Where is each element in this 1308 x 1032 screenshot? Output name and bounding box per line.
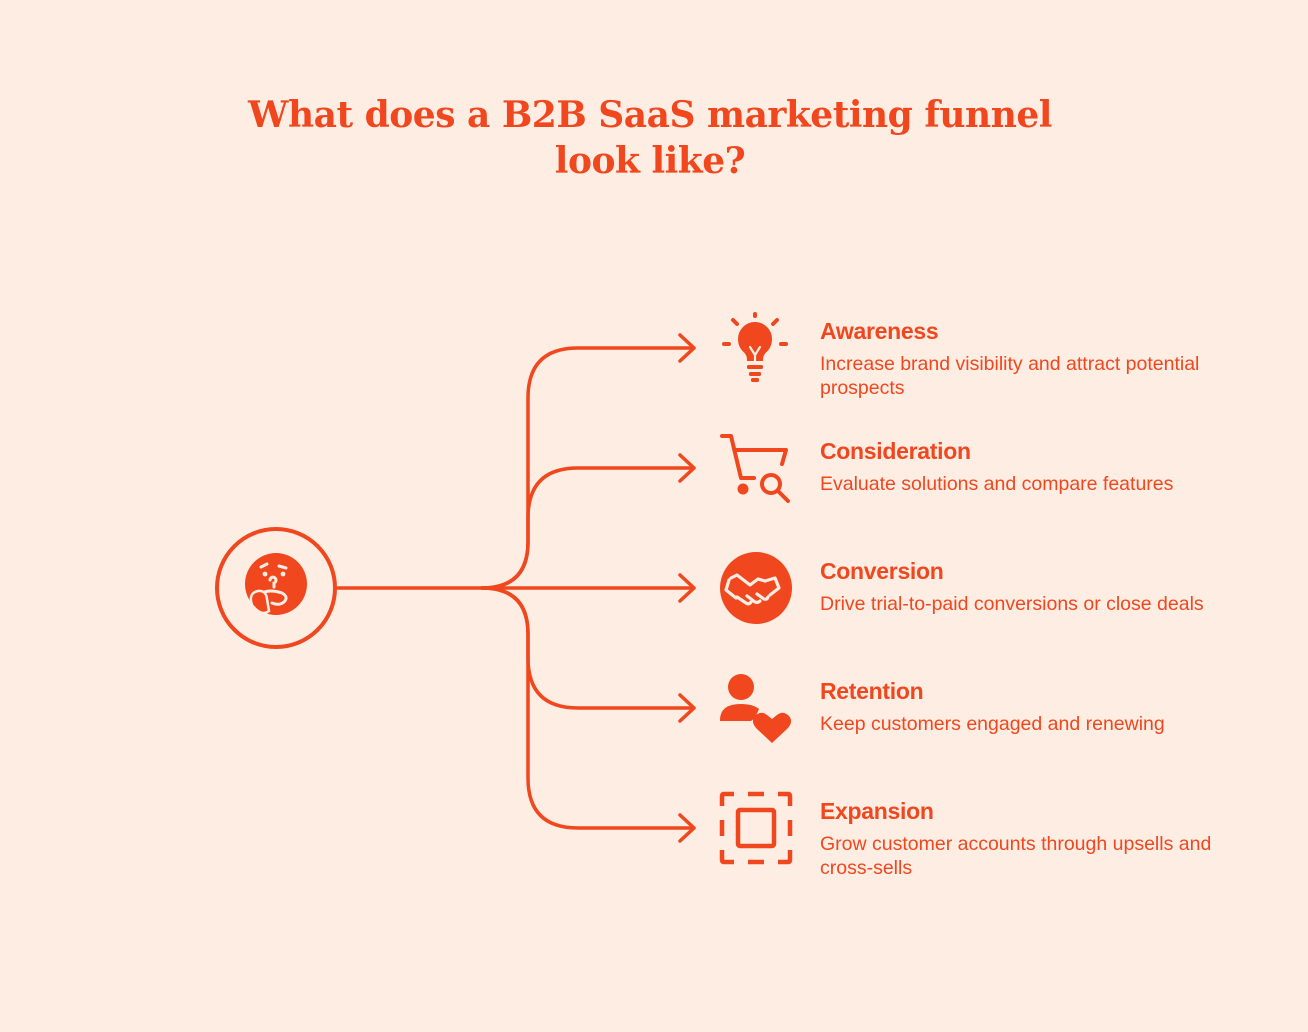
title-line-1: What does a B2B SaaS marketing funnel xyxy=(248,94,1052,136)
cart-search-icon xyxy=(720,434,790,503)
thinking-face-icon xyxy=(215,527,337,649)
connector-retention xyxy=(480,586,692,710)
user-heart-icon xyxy=(720,674,792,743)
lightbulb-icon xyxy=(722,312,788,382)
connector-expansion xyxy=(480,586,692,830)
expand-square-icon xyxy=(719,791,793,865)
stage-description: Drive trial-to-paid conversions or close… xyxy=(820,593,1204,615)
stage-description: Keep customers engaged and renewing xyxy=(820,713,1165,735)
stage-retention: Retention Keep customers engaged and ren… xyxy=(820,677,1240,736)
arrowhead-awareness xyxy=(678,333,696,363)
stage-expansion: Expansion Grow customer accounts through… xyxy=(820,797,1240,880)
stage-title: Expansion xyxy=(820,798,934,824)
stage-title: Consideration xyxy=(820,438,971,464)
diagram-title: What does a B2B SaaS marketing funnel lo… xyxy=(0,92,1300,184)
connectors xyxy=(336,333,696,843)
stage-description: Increase brand visibility and attract po… xyxy=(820,353,1200,399)
arrowhead-conversion xyxy=(678,573,696,603)
arrowhead-retention xyxy=(678,693,696,723)
arrowhead-expansion xyxy=(678,813,696,843)
stage-title: Awareness xyxy=(820,318,939,344)
stage-description: Grow customer accounts through upsells a… xyxy=(820,833,1212,879)
connector-consideration xyxy=(480,466,692,590)
arrowhead-consideration xyxy=(678,453,696,483)
stage-awareness: Awareness Increase brand visibility and … xyxy=(820,317,1240,400)
handshake-icon xyxy=(720,552,792,624)
stage-conversion: Conversion Drive trial-to-paid conversio… xyxy=(820,557,1240,616)
stage-title: Conversion xyxy=(820,558,944,584)
stage-title: Retention xyxy=(820,678,924,704)
title-line-2: look like? xyxy=(554,140,746,182)
stage-consideration: Consideration Evaluate solutions and com… xyxy=(820,437,1240,496)
stage-description: Evaluate solutions and compare features xyxy=(820,473,1174,495)
